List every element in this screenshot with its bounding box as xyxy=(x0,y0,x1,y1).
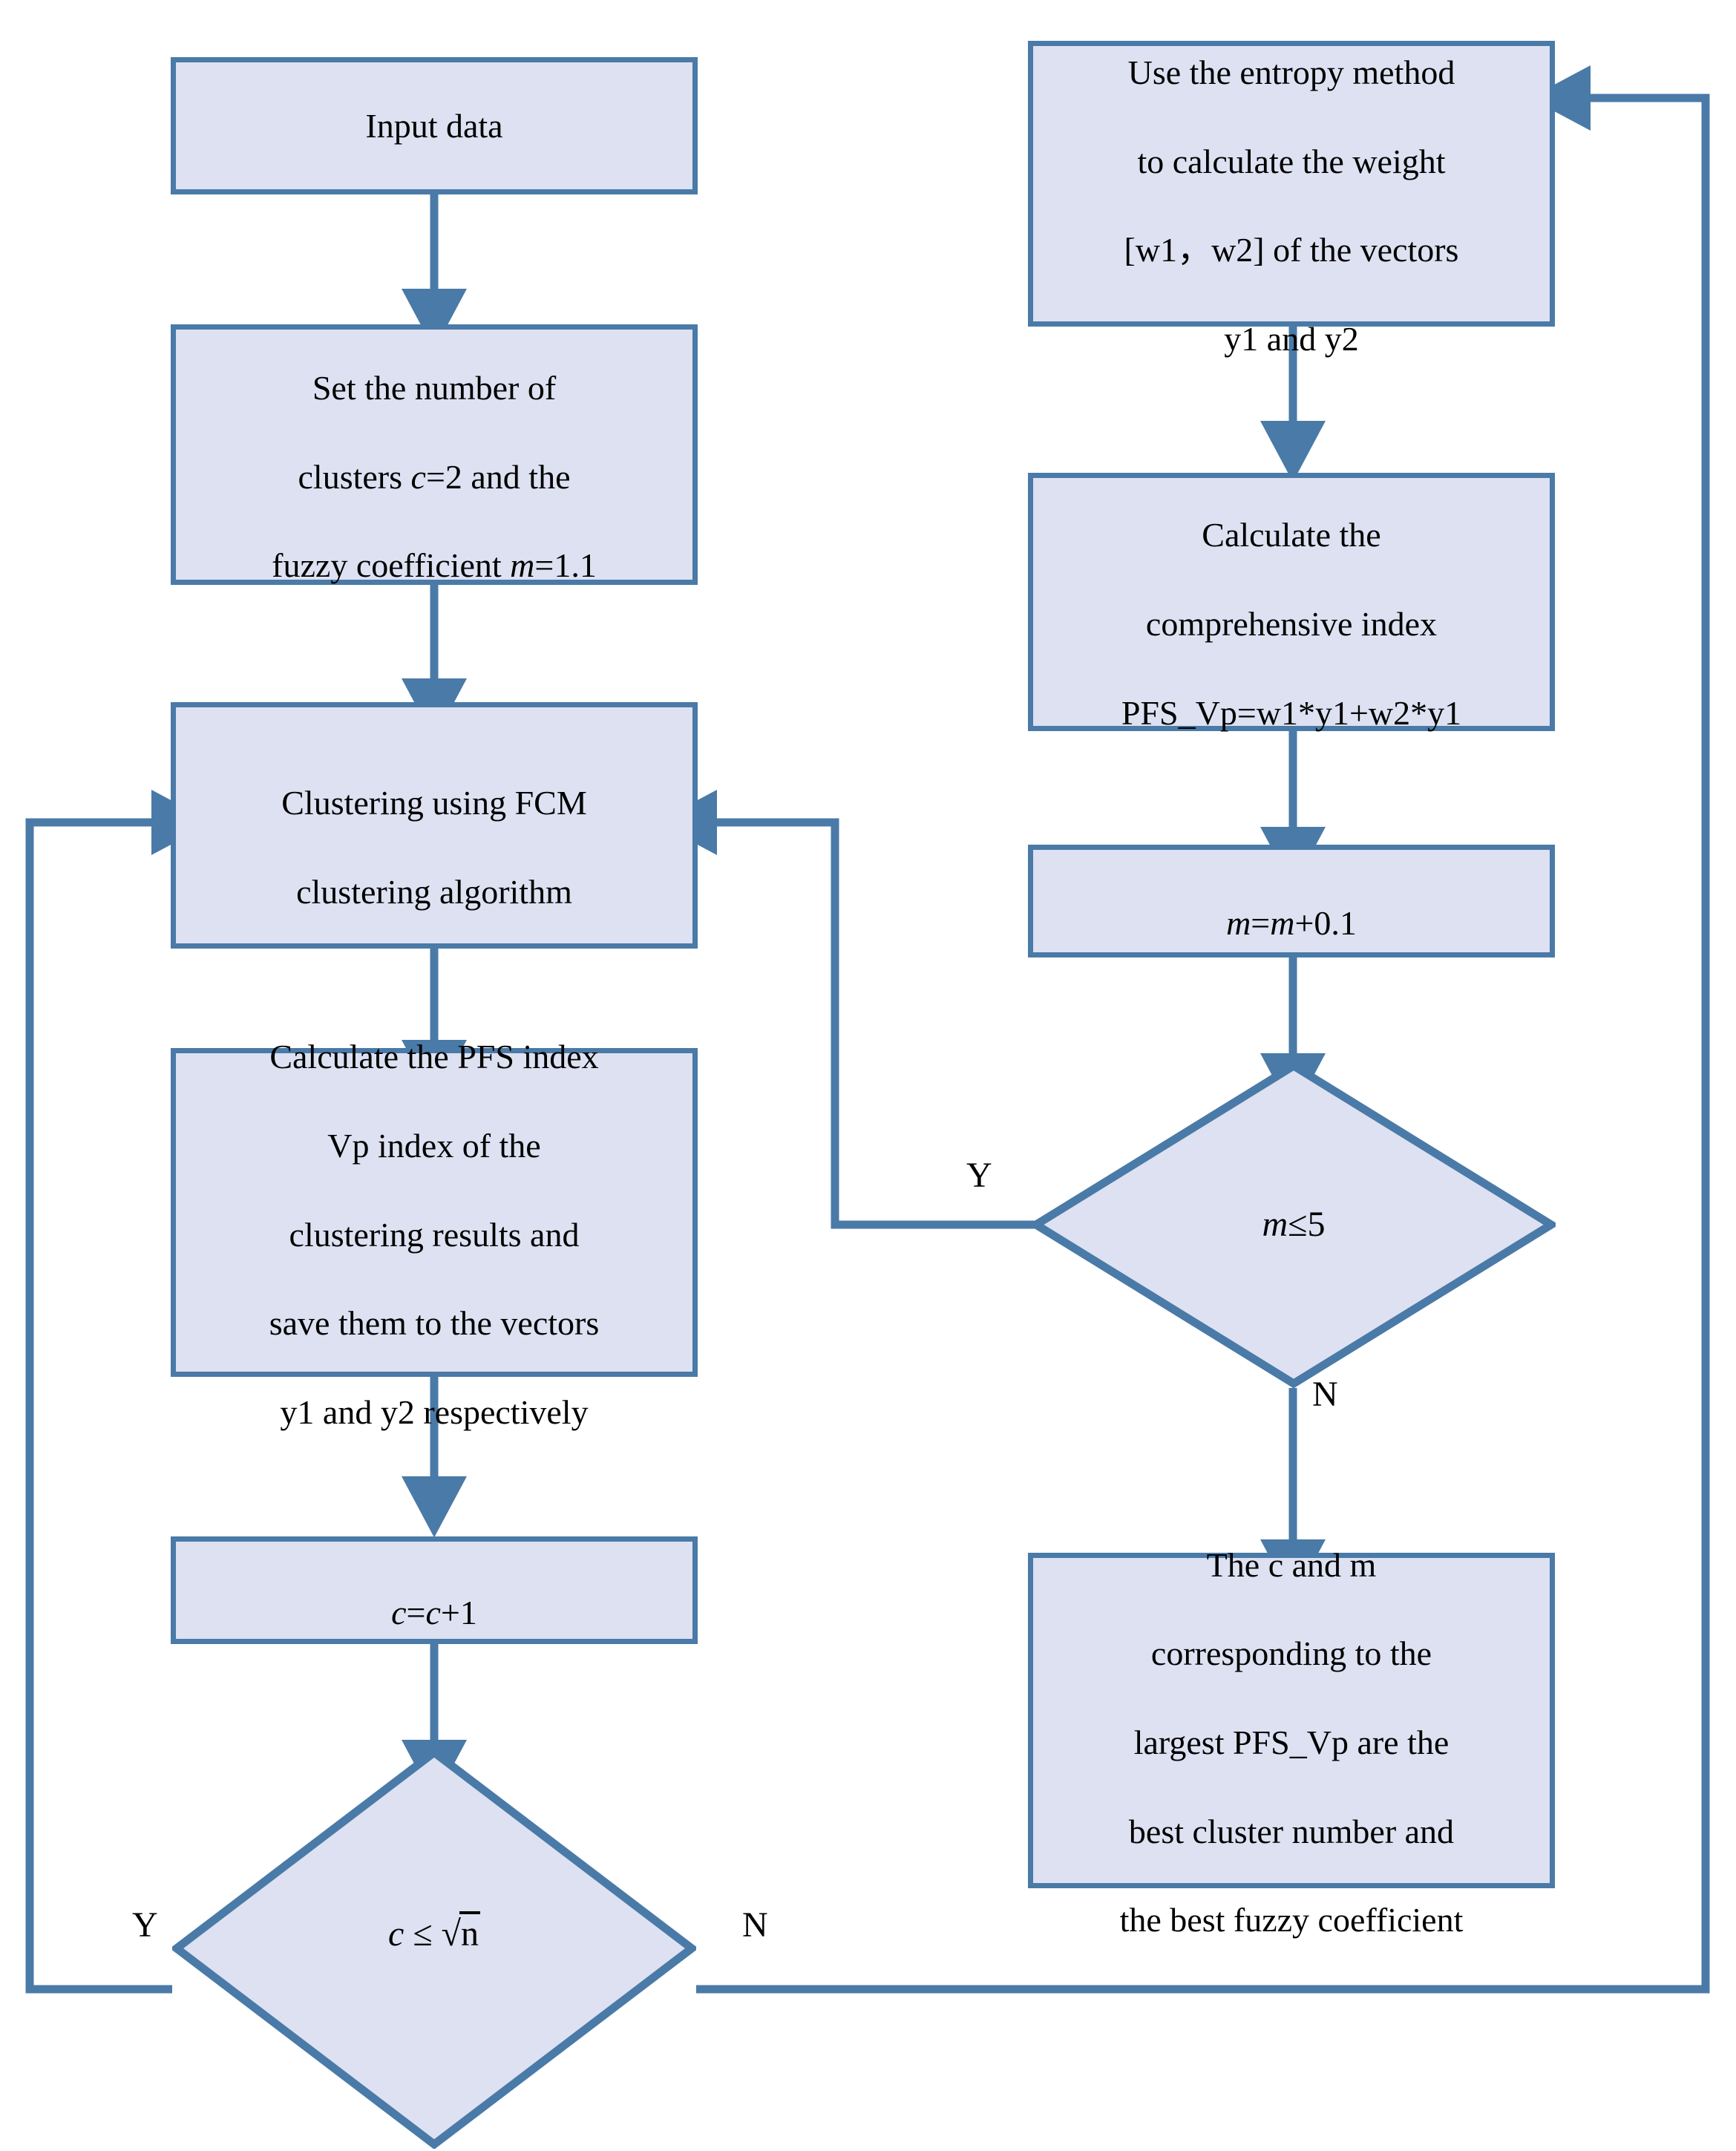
pfs-line4: save them to the vectors xyxy=(269,1304,600,1343)
inc-m-var1: m xyxy=(1226,904,1251,942)
final-line2: corresponding to the xyxy=(1150,1634,1432,1673)
edge-decm-yes-to-fcm xyxy=(655,790,1147,1229)
node-comprehensive-index: Calculate the comprehensive index PFS_Vp… xyxy=(1028,473,1555,732)
comp-line2: comprehensive index xyxy=(1145,605,1438,643)
label-decision-c-no: N xyxy=(742,1905,768,1945)
node-final-result-label: The c and m corresponding to the largest… xyxy=(1110,1499,1474,1942)
node-decision-c: c ≤ √n xyxy=(172,1748,696,2149)
set-params-var-c: c xyxy=(410,457,426,496)
decision-c-diamond xyxy=(172,1748,696,2149)
final-line3: largest PFS_Vp are the xyxy=(1133,1723,1450,1761)
node-increment-c: c=c+1 xyxy=(171,1536,698,1644)
set-params-line1: Set the number of xyxy=(312,368,557,407)
node-fcm-clustering-label: Clustering using FCM clustering algorith… xyxy=(271,736,597,914)
inc-m-eq: = xyxy=(1251,904,1271,942)
dec-c-var: c xyxy=(388,1914,404,1954)
pfs-line3: clustering results and xyxy=(289,1215,580,1254)
node-set-params-label: Set the number of clusters c=2 and the f… xyxy=(261,321,607,588)
inc-c-eq: = xyxy=(406,1593,426,1631)
node-entropy-weight: Use the entropy method to calculate the … xyxy=(1028,41,1555,358)
set-params-line3c: =1.1 xyxy=(534,546,597,585)
node-set-params: Set the number of clusters c=2 and the f… xyxy=(171,324,698,585)
pfs-line5: y1 and y2 respectively xyxy=(280,1392,589,1431)
inc-c-var2: c xyxy=(425,1593,441,1631)
node-increment-c-label: c=c+1 xyxy=(381,1546,488,1635)
node-input-data-label: Input data xyxy=(365,106,503,145)
node-input-data: Input data xyxy=(171,57,698,194)
node-comprehensive-index-label: Calculate the comprehensive index PFS_Vp… xyxy=(1111,469,1472,736)
node-entropy-weight-label: Use the entropy method to calculate the … xyxy=(1114,6,1470,361)
fcm-line2: clustering algorithm xyxy=(296,872,572,911)
label-decision-m-yes: Y xyxy=(966,1156,992,1195)
comp-line3-formula: PFS_Vp=w1*y1+w2*y1 xyxy=(1121,693,1462,732)
node-decision-c-label: c ≤ √n xyxy=(172,1911,696,1956)
node-final-result: The c and m corresponding to the largest… xyxy=(1028,1546,1555,1939)
inc-m-plus: +0.1 xyxy=(1294,904,1357,942)
node-fcm-clustering: Clustering using FCM clustering algorith… xyxy=(171,702,698,949)
final-line5: the best fuzzy coefficient xyxy=(1119,1901,1464,1939)
final-line4: best cluster number and xyxy=(1128,1812,1455,1850)
fcm-line1: Clustering using FCM xyxy=(281,784,587,822)
node-decision-m-label: m≤5 xyxy=(1032,1203,1556,1246)
comp-line1: Calculate the xyxy=(1202,516,1381,554)
set-params-line2a: clusters xyxy=(298,457,411,496)
entropy-line1: Use the entropy method xyxy=(1127,53,1455,92)
set-params-line2c: =2 and the xyxy=(425,457,571,496)
pfs-line2: Vp index of the xyxy=(327,1126,541,1165)
inc-c-var1: c xyxy=(391,1593,407,1631)
dec-c-op: ≤ xyxy=(404,1914,442,1954)
pfs-line1: Calculate the PFS index xyxy=(269,1038,599,1076)
inc-c-plus1: +1 xyxy=(440,1593,477,1631)
entropy-line3: [w1，w2] of the vectors xyxy=(1124,231,1459,269)
node-increment-m-label: m=m+0.1 xyxy=(1216,857,1367,946)
edge-decc-no-to-entropy xyxy=(696,65,1710,1994)
dec-c-sqrt: √n xyxy=(442,1911,480,1956)
label-decision-m-no: N xyxy=(1312,1375,1338,1414)
set-params-var-m: m xyxy=(510,546,535,585)
node-calc-pfs-index: Calculate the PFS index Vp index of the … xyxy=(171,1038,698,1431)
label-decision-c-yes: Y xyxy=(132,1905,158,1945)
inc-m-var2: m xyxy=(1270,904,1295,942)
dec-m-cond: ≤5 xyxy=(1288,1205,1326,1245)
entropy-line2: to calculate the weight xyxy=(1137,142,1446,180)
edge-decc-yes-to-fcm xyxy=(25,790,213,1994)
set-params-line3a: fuzzy coefficient xyxy=(272,546,511,585)
final-line1: The c and m xyxy=(1206,1545,1377,1584)
node-increment-m: m=m+0.1 xyxy=(1028,845,1555,957)
node-calc-pfs-index-label: Calculate the PFS index Vp index of the … xyxy=(259,991,610,1435)
entropy-line4: y1 and y2 xyxy=(1224,319,1359,358)
node-decision-m: m≤5 xyxy=(1032,1061,1556,1388)
decision-m-diamond xyxy=(1032,1061,1556,1388)
dec-c-radicand: n xyxy=(459,1911,480,1954)
dec-m-var: m xyxy=(1262,1205,1288,1245)
